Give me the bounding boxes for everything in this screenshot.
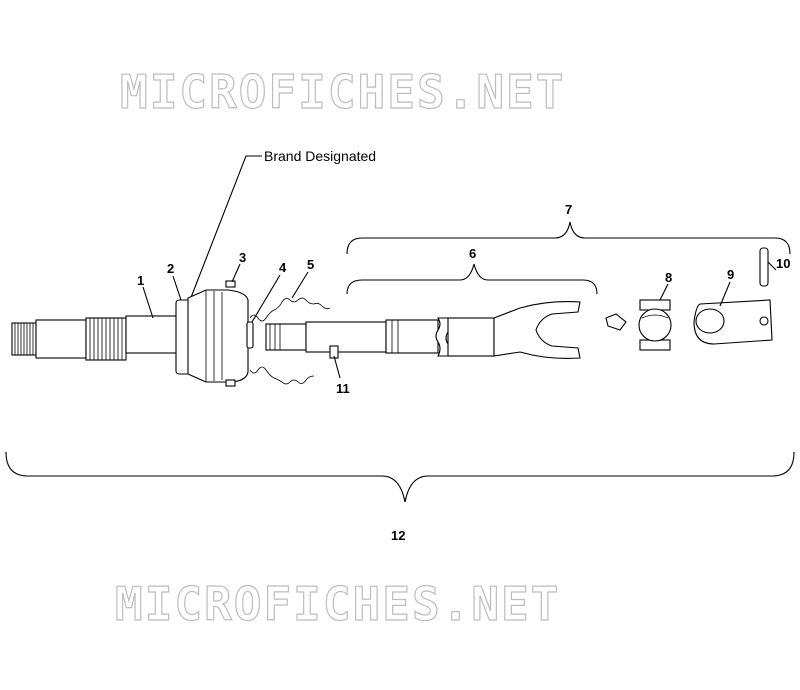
leader-4 [251,274,281,323]
leader-1 [142,286,154,319]
bracket-part-6 [346,263,598,295]
part-label-5: 5 [307,257,314,272]
part-label-11: 11 [336,381,350,396]
part-label-7: 7 [565,202,572,217]
shaft-part-1 [11,299,191,375]
shaft-tube-part-6 [265,301,581,359]
leader-5 [291,271,309,299]
clip-part-3 [225,280,236,288]
part-label-9: 9 [727,267,734,282]
part-label-6: 6 [469,246,476,261]
leader-11 [333,355,341,379]
brand-designated-callout: Brand Designated [264,148,376,164]
part-label-3: 3 [239,250,246,265]
callout-leader [189,155,262,301]
boot-lower-part-5 [249,366,315,385]
bracket-part-12 [5,451,795,503]
part-label-1: 1 [137,273,144,288]
bracket-part-7 [346,221,791,255]
cross-part-8 [605,299,672,351]
pin-part-10 [759,247,769,287]
part-label-4: 4 [279,260,287,275]
watermark-bottom: MICROFICHES.NET [115,577,560,631]
watermark-top: MICROFICHES.NET [120,65,565,119]
part-label-12: 12 [391,528,405,543]
part-label-8: 8 [665,270,672,285]
snap-ring-part-4 [246,321,254,349]
cv-housing-part-2 [187,289,249,383]
part-label-2: 2 [167,261,174,276]
leader-3 [231,263,241,283]
part-label-10: 10 [776,256,790,271]
leader-10 [767,261,777,271]
yoke-plate-part-9 [693,299,773,345]
leader-9 [719,281,731,307]
leader-8 [659,283,669,301]
leader-2 [172,275,182,301]
boot-upper-part-5 [249,297,331,322]
clip-part-3-lower [225,379,236,387]
